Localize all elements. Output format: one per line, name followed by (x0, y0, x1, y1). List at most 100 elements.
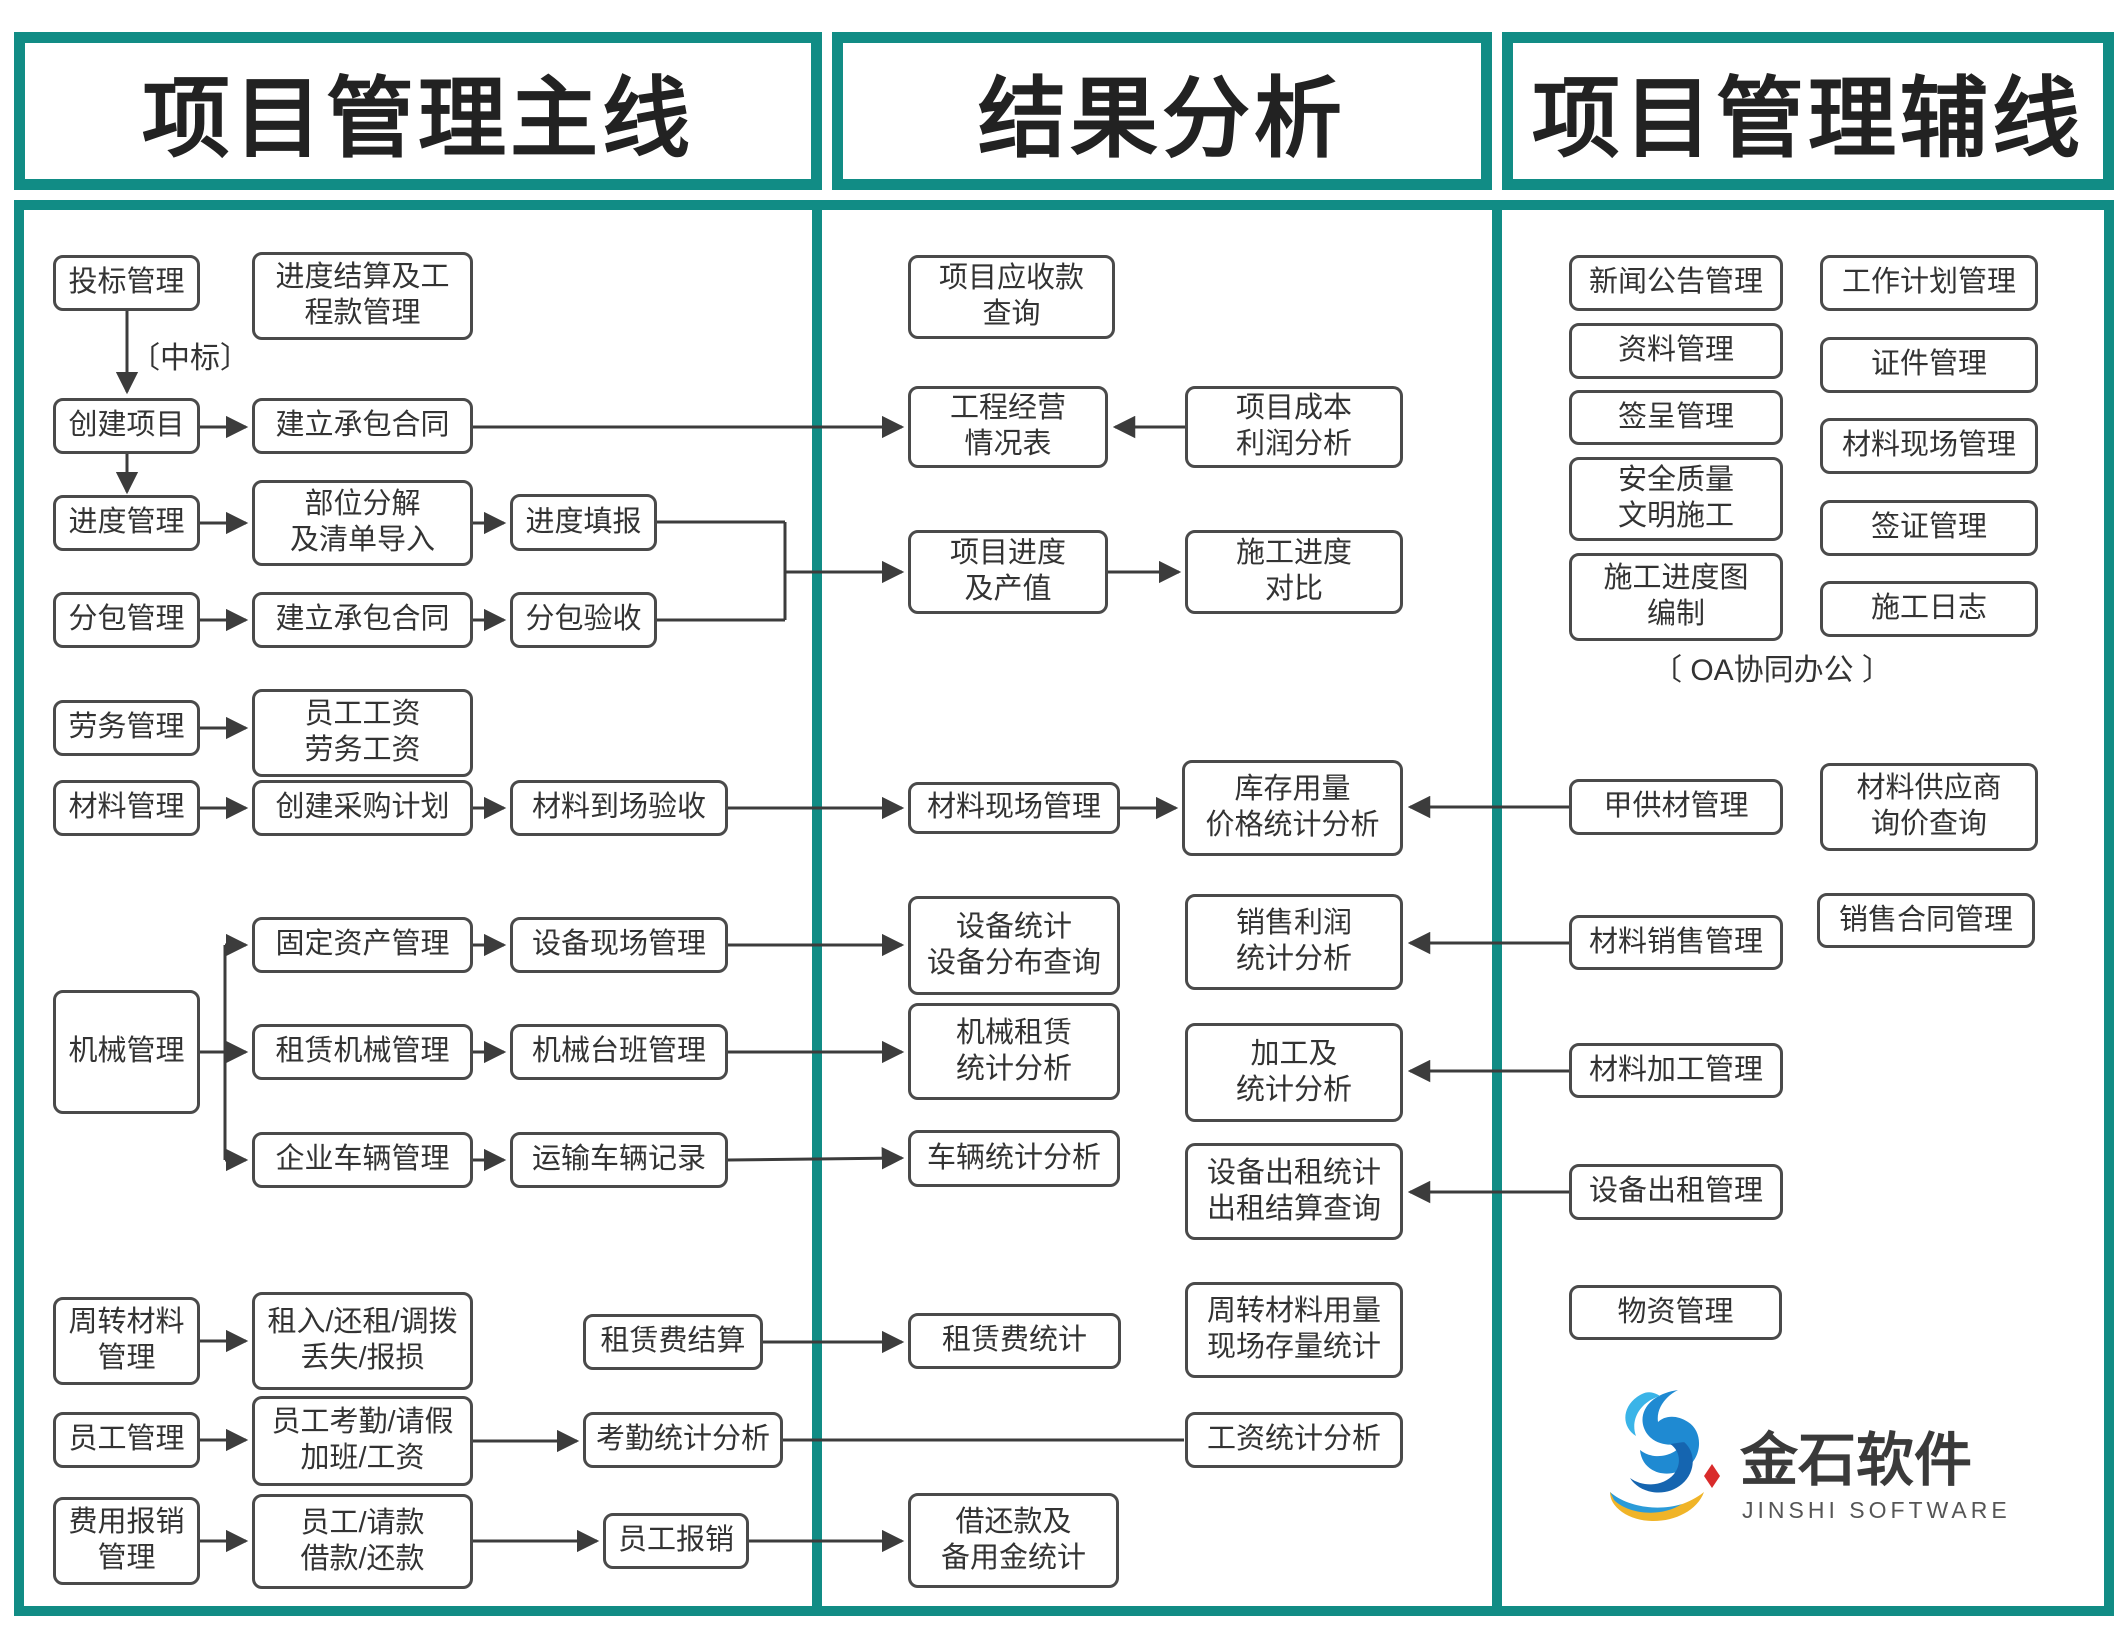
node-certificate-mgmt: 证件管理 (1820, 337, 2038, 393)
node-label: 统计分析 (1235, 1073, 1352, 1106)
node-label: 管理 (97, 1542, 156, 1574)
node-label: 加班/工资 (300, 1442, 425, 1474)
node-label: 分包验收 (525, 603, 642, 636)
node-label: 材料供应商 (1856, 772, 2002, 805)
node-label: 施工进度图 (1603, 562, 1749, 595)
node-label: 投标管理 (68, 266, 185, 299)
node-label: 进度填报 (525, 505, 642, 538)
node-rental-fee-stats: 租赁费统计 (908, 1313, 1121, 1369)
node-equip-site-mgmt: 设备现场管理 (510, 917, 728, 973)
node-label: 周转材料用量 (1206, 1295, 1381, 1328)
node-work-plan: 工作计划管理 (1820, 255, 2038, 311)
node-label: 施工日志 (1870, 592, 1987, 625)
node-label: 租入/还租/调拨 (267, 1306, 458, 1339)
node-contract-build-1: 建立承包合同 (252, 398, 473, 454)
jinshi-logo: 金石软件 JINSHI SOFTWARE (1610, 1390, 2011, 1523)
node-label: 设备现场管理 (531, 928, 706, 961)
node-equip-rental-mgmt: 设备出租管理 (1569, 1164, 1783, 1220)
node-label: 新闻公告管理 (1588, 266, 1763, 299)
node-label: 员工管理 (68, 1423, 185, 1456)
node-subcontract-mgmt: 分包管理 (53, 592, 200, 648)
node-visa-mgmt: 签证管理 (1820, 500, 2038, 556)
node-processing-stats: 加工及统计分析 (1185, 1023, 1403, 1122)
node-label: 库存用量 (1234, 773, 1351, 806)
node-label: 租赁费统计 (941, 1324, 1087, 1357)
node-label: 价格统计分析 (1205, 809, 1380, 841)
node-label: 对比 (1264, 573, 1323, 605)
node-labor-mgmt: 劳务管理 (53, 700, 200, 756)
node-label: 建立承包合同 (275, 603, 450, 636)
node-material-processing: 材料加工管理 (1569, 1043, 1783, 1098)
node-construction-compare: 施工进度对比 (1185, 530, 1403, 614)
node-label: 项目进度 (949, 537, 1066, 570)
node-turnover-material: 周转材料管理 (53, 1297, 200, 1385)
node-rental-machinery: 租赁机械管理 (252, 1024, 473, 1080)
node-label: 文明施工 (1617, 500, 1734, 532)
node-label: 丢失/报损 (300, 1342, 425, 1374)
header-main-line: 项目管理主线 (14, 32, 822, 190)
node-progress-value: 项目进度及产值 (908, 530, 1108, 614)
node-progress-fill: 进度填报 (510, 494, 657, 551)
node-expense-mgmt: 费用报销管理 (53, 1497, 200, 1585)
node-label: 签呈管理 (1617, 400, 1734, 433)
node-label: 考勤统计分析 (595, 1423, 770, 1456)
divider-left-middle (812, 200, 822, 1616)
header-result-analysis: 结果分析 (832, 32, 1492, 190)
header-aux-line: 项目管理辅线 (1502, 32, 2114, 190)
node-label: 现场存量统计 (1206, 1331, 1381, 1363)
node-turnover-usage-stats: 周转材料用量现场存量统计 (1185, 1282, 1403, 1378)
node-label: 固定资产管理 (275, 928, 450, 961)
node-label: 员工报销 (617, 1524, 734, 1557)
node-label: 机械台班管理 (531, 1035, 706, 1068)
node-label: 创建采购计划 (275, 791, 450, 824)
node-label: 项目成本 (1235, 392, 1352, 425)
node-label: 工资统计分析 (1206, 1423, 1381, 1456)
node-subcontract-accept: 分包验收 (510, 592, 657, 648)
node-label: 借还款及 (955, 1505, 1072, 1538)
node-label: 设备出租管理 (1588, 1175, 1763, 1208)
node-progress-settlement: 进度结算及工程款管理 (252, 252, 473, 340)
node-vehicle-stats: 车辆统计分析 (908, 1130, 1120, 1187)
logo-s-icon (1610, 1390, 1720, 1522)
node-label: 分包管理 (68, 603, 185, 636)
node-owner-material: 甲供材管理 (1569, 779, 1783, 835)
node-label: 材料到场验收 (531, 791, 706, 824)
node-goods-mgmt: 物资管理 (1569, 1285, 1782, 1340)
node-sign-mgmt: 签呈管理 (1569, 390, 1783, 445)
node-label: 员工考勤/请假 (271, 1406, 454, 1439)
node-label: 劳务管理 (68, 711, 185, 744)
node-salary-stats: 工资统计分析 (1185, 1412, 1403, 1468)
node-label: 部位分解 (304, 488, 421, 521)
node-label: 材料现场管理 (926, 791, 1101, 824)
node-loan-reserve-stats: 借还款及备用金统计 (908, 1493, 1119, 1588)
node-label: 资料管理 (1617, 334, 1734, 367)
node-label: 及清单导入 (289, 524, 435, 556)
node-label: 工程经营 (949, 392, 1066, 425)
node-label: 设备统计 (955, 910, 1072, 943)
node-label: 运输车辆记录 (531, 1143, 706, 1176)
header-aux-line-label: 项目管理辅线 (1531, 71, 2084, 169)
node-label: 情况表 (964, 428, 1052, 460)
node-label: 统计分析 (955, 1052, 1072, 1085)
node-label: 员工工资 (304, 698, 421, 731)
node-label: 进度结算及工 (275, 261, 450, 294)
win-bid-label: 〔中标〕 (130, 342, 250, 375)
node-label: 出租结算查询 (1206, 1192, 1381, 1225)
node-cost-profit: 项目成本利润分析 (1185, 386, 1403, 468)
node-label: 劳务工资 (304, 734, 421, 766)
node-material-arrival: 材料到场验收 (510, 780, 728, 836)
node-label: 甲供材管理 (1603, 790, 1749, 823)
node-supplier-inquiry: 材料供应商询价查询 (1820, 763, 2038, 851)
node-label: 销售利润 (1235, 907, 1352, 940)
node-material-mgmt: 材料管理 (53, 780, 200, 836)
node-equip-rental-stats: 设备出租统计出租结算查询 (1185, 1143, 1403, 1240)
node-employee-mgmt: 员工管理 (53, 1412, 200, 1468)
node-transport-record: 运输车辆记录 (510, 1132, 728, 1188)
logo-en-text: JINSHI SOFTWARE (1742, 1497, 2011, 1523)
node-label: 查询 (982, 298, 1041, 330)
node-label: 设备出租统计 (1206, 1156, 1381, 1189)
node-contract-build-2: 建立承包合同 (252, 592, 473, 648)
node-material-sales: 材料销售管理 (1569, 915, 1783, 970)
node-label: 加工及 (1250, 1037, 1338, 1070)
node-label: 程款管理 (304, 297, 421, 329)
